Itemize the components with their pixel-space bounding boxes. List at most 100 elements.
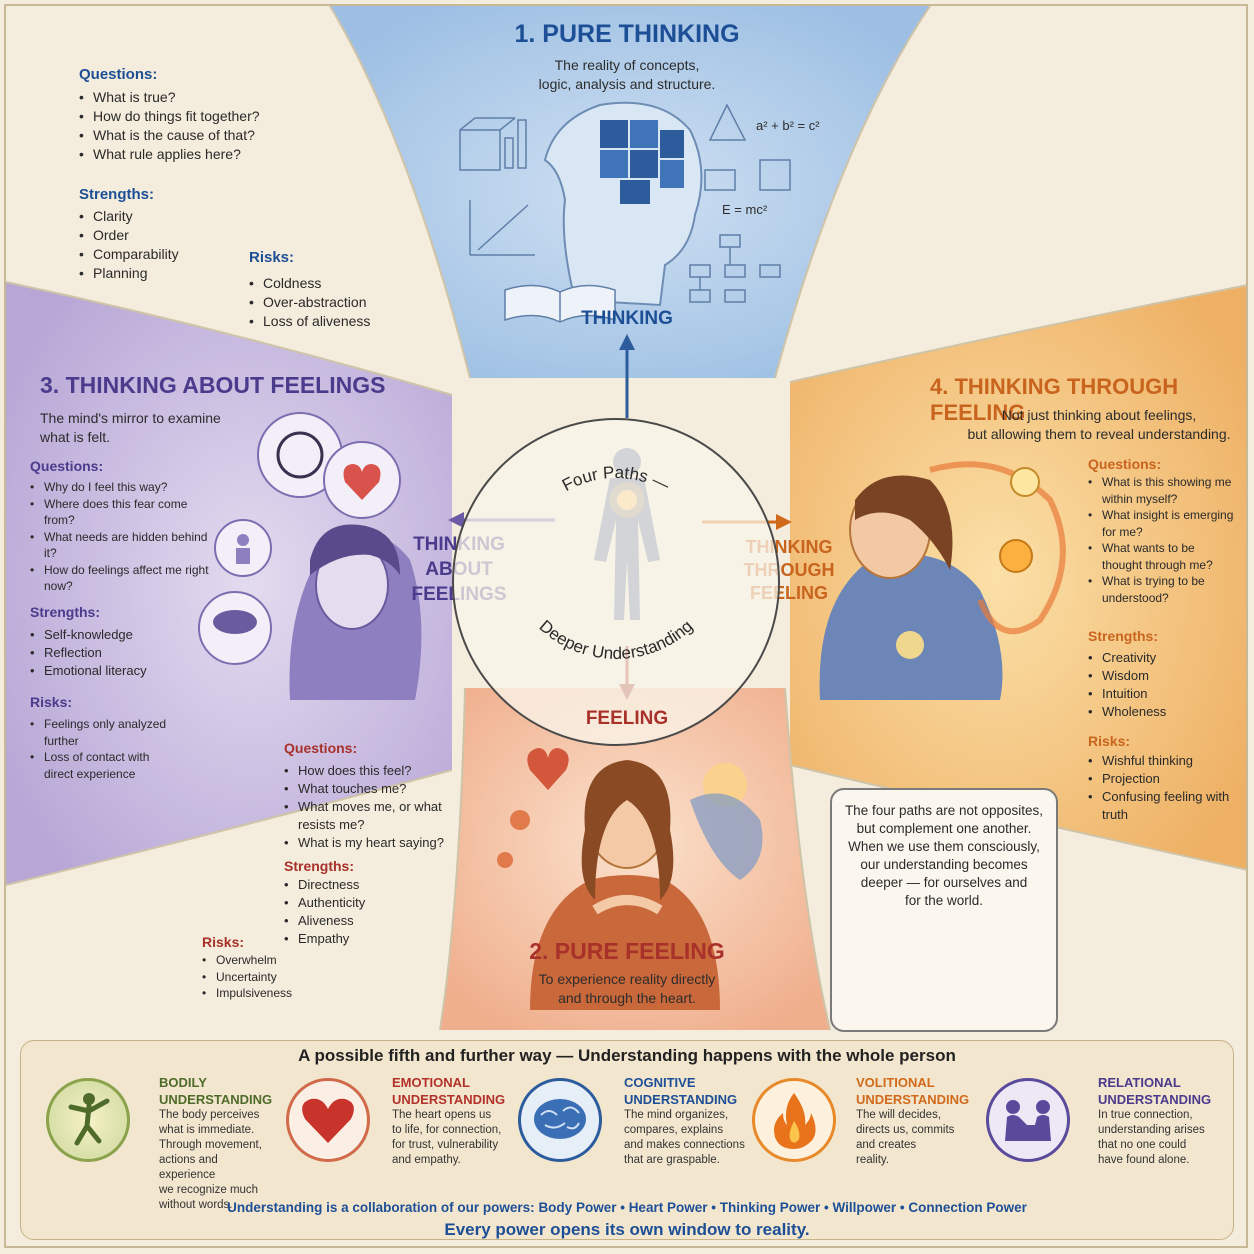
feeling-label: FEELING — [585, 708, 669, 729]
pf-strengths-heading: Strengths: — [284, 858, 354, 874]
pure-thinking-title: 1. PURE THINKING — [514, 20, 740, 48]
item-text-line: directs us, commits — [856, 1124, 955, 1136]
relational-understanding: RELATIONAL UNDERSTANDING In true connect… — [1098, 1074, 1218, 1168]
complement-text: The four paths are not opposites,but com… — [840, 802, 1048, 910]
item-text-line: and creates — [856, 1139, 917, 1151]
pf-risks-list: OverwhelmUncertaintyImpulsiveness — [202, 952, 322, 1002]
question-item: What wants to be thought through me? — [1088, 540, 1234, 573]
risk-item: Over-abstraction — [249, 293, 449, 312]
item-text-line: without words. — [159, 1199, 233, 1211]
item-title: UNDERSTANDING — [159, 1092, 273, 1107]
item-text-line: The body perceives — [159, 1109, 260, 1121]
powers-list: Body Power • Heart Power • Thinking Powe… — [538, 1200, 1026, 1215]
risk-item: Coldness — [249, 274, 449, 293]
item-title: EMOTIONAL — [392, 1075, 470, 1090]
strength-item: Wholeness — [1088, 703, 1234, 721]
thinking-strengths-list: ClarityOrderComparabilityPlanning — [79, 207, 279, 283]
item-text-line: and makes connections — [624, 1139, 745, 1151]
power-item: Heart Power — [628, 1200, 708, 1215]
question-item: What needs are hidden behind it? — [30, 529, 220, 562]
complement-line: When we use them consciously, — [848, 839, 1040, 854]
item-title: VOLITIONAL — [856, 1075, 935, 1090]
taf-risks-heading: Risks: — [30, 694, 73, 710]
question-item: What is my heart saying? — [284, 834, 454, 852]
bodily-understanding: BODILY UNDERSTANDING The body perceives w… — [159, 1074, 277, 1213]
risk-item: Loss of contact with direct experience — [30, 749, 180, 782]
strength-item: Clarity — [79, 207, 279, 226]
pure-thinking-subtitle: The reality of concepts, logic, analysis… — [460, 56, 794, 94]
question-item: What rule applies here? — [79, 145, 319, 164]
ttf-questions-list: What is this showing me within myself? Wh… — [1088, 474, 1234, 606]
item-text-line: what is immediate. — [159, 1124, 255, 1136]
taf-strengths-heading: Strengths: — [30, 604, 100, 620]
strength-item: Planning — [79, 264, 279, 283]
thinking-about-feelings-title: 3. THINKING ABOUT FEELINGS — [40, 372, 386, 398]
closing-line: Every power opens its own window to real… — [444, 1220, 810, 1239]
ttf-risks-list: Wishful thinkingProjectionConfusing feel… — [1088, 752, 1234, 824]
pure-feeling-title: 2. PURE FEELING — [529, 938, 725, 964]
item-text-line: understanding arises — [1098, 1124, 1205, 1136]
risk-item: Wishful thinking — [1088, 752, 1234, 770]
powers-line: Understanding is a collaboration of our … — [20, 1200, 1234, 1215]
item-text-line: The will decides, — [856, 1109, 942, 1121]
question-item: What touches me? — [284, 780, 454, 798]
center-top-text: Four Paths — — [559, 463, 673, 495]
risk-item: Uncertainty — [202, 969, 322, 986]
thinking-through-feeling-subtitle: Not just thinking about feelings, but al… — [964, 406, 1234, 444]
question-item: What is this showing me within myself? — [1088, 474, 1234, 507]
taf-questions-heading: Questions: — [30, 458, 104, 474]
item-text-line: In true connection, — [1098, 1109, 1193, 1121]
question-item: What is the cause of that? — [79, 126, 319, 145]
pf-questions-list: How does this feel?What touches me?What … — [284, 762, 454, 852]
question-item: What is trying to be understood? — [1088, 573, 1234, 606]
ttf-questions-heading: Questions: — [1088, 456, 1162, 472]
thinking-risks-heading: Risks: — [249, 249, 295, 266]
thinking-risks-list: ColdnessOver-abstractionLoss of alivenes… — [249, 274, 449, 331]
question-item: What moves me, or what resists me? — [284, 798, 454, 834]
pf-questions-heading: Questions: — [284, 740, 358, 756]
powers-intro: Understanding is a collaboration of our … — [227, 1200, 535, 1215]
thinking-about-feelings-subtitle: The mind's mirror to examine what is fel… — [40, 409, 260, 447]
thinking-woman-icon — [198, 412, 422, 700]
taf-questions-list: Why do I feel this way?Where does this f… — [30, 479, 220, 595]
brain-icon — [518, 1078, 602, 1162]
question-item: How do things fit together? — [79, 107, 319, 126]
pf-strengths-list: DirectnessAuthenticityAlivenessEmpathy — [284, 876, 444, 948]
strength-item: Empathy — [284, 930, 444, 948]
item-text-line: that are graspable. — [624, 1154, 720, 1166]
dancing-figure-icon — [46, 1078, 130, 1162]
thinking-label: THINKING — [581, 308, 673, 329]
item-text-line: reality. — [856, 1154, 890, 1166]
risk-item: Feelings only analyzed further — [30, 716, 180, 749]
subtitle-line: what is felt. — [40, 429, 111, 445]
ttf-risks-heading: Risks: — [1088, 733, 1131, 749]
complement-line: deeper — for ourselves and — [860, 875, 1028, 890]
subtitle-line: To experience reality directly — [538, 971, 716, 987]
volitional-understanding: VOLITIONAL UNDERSTANDING The will decide… — [856, 1074, 974, 1168]
risk-item: Overwhelm — [202, 952, 322, 969]
item-text-line: and empathy. — [392, 1154, 461, 1166]
head-puzzle-icon — [543, 101, 703, 307]
pure-feeling-subtitle: To experience reality directly and throu… — [470, 970, 784, 1008]
power-item: Connection Power — [908, 1200, 1027, 1215]
fifth-way-title: A possible fifth and further way — Under… — [298, 1046, 956, 1065]
strength-item: Order — [79, 226, 279, 245]
item-title: BODILY — [159, 1075, 207, 1090]
emotional-understanding: EMOTIONAL UNDERSTANDING The heart opens … — [392, 1074, 510, 1168]
risk-item: Confusing feeling with truth — [1088, 788, 1234, 824]
item-title: COGNITIVE — [624, 1075, 696, 1090]
item-text-line: have found alone. — [1098, 1154, 1190, 1166]
strength-item: Reflection — [30, 644, 220, 662]
center-bottom-text: Deeper Understanding — [536, 616, 697, 663]
item-text-line: for trust, vulnerability — [392, 1139, 499, 1151]
formula-einstein: E = mc² — [722, 202, 768, 217]
power-item: Thinking Power — [719, 1200, 821, 1215]
item-text-line: to life, for connection, — [392, 1124, 502, 1136]
ttf-strengths-list: CreativityWisdomIntuitionWholeness — [1088, 649, 1234, 721]
strength-item: Directness — [284, 876, 444, 894]
